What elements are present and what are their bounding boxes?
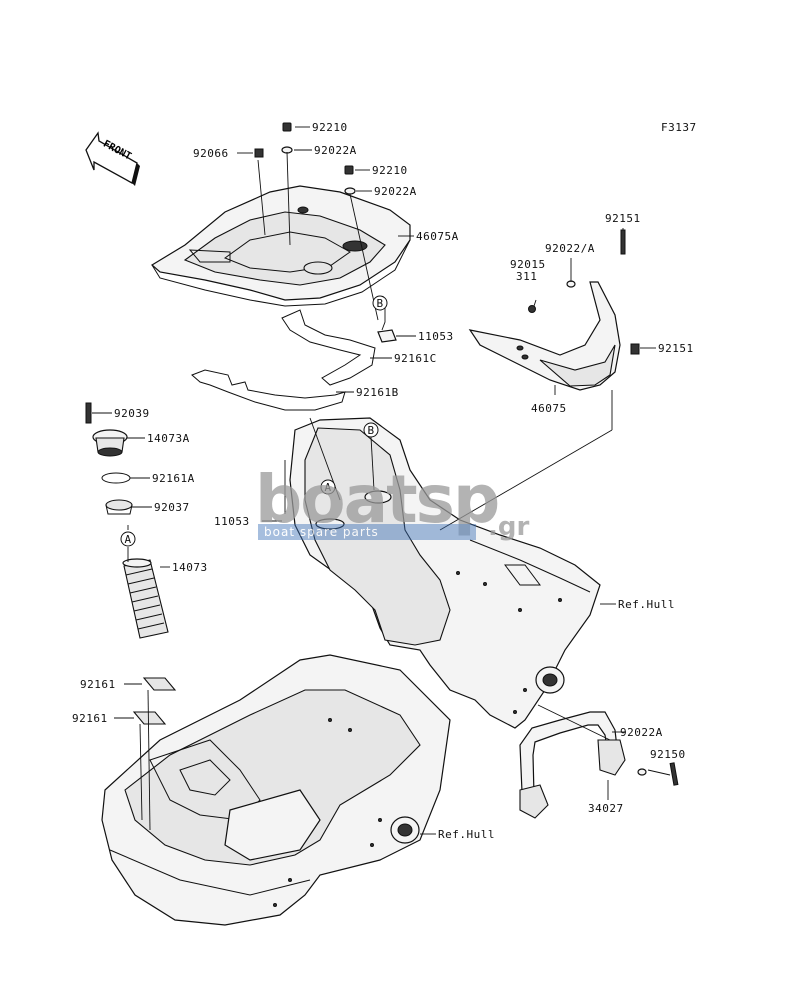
part-label: Ref.Hull xyxy=(618,598,675,611)
part-label: 92161B xyxy=(356,386,399,399)
part-label: 92022A xyxy=(314,144,357,157)
washer-92022A-handle xyxy=(637,768,647,776)
screw-92151-upper xyxy=(620,229,626,255)
screw-92039 xyxy=(85,402,92,424)
part-label: 92022/A xyxy=(545,242,595,255)
watermark-tagline: boat spare parts xyxy=(264,525,379,539)
part-label: 14073 xyxy=(172,561,208,574)
svg-text:A: A xyxy=(325,481,332,494)
handle-34027 xyxy=(519,711,626,819)
part-label: 92210 xyxy=(372,164,408,177)
nut-92015 xyxy=(528,305,536,313)
callout-b-upper: B xyxy=(372,295,388,311)
hose-14073 xyxy=(122,558,169,639)
part-label: 92039 xyxy=(114,407,150,420)
part-label: 92161C xyxy=(394,352,437,365)
part-label: 92037 xyxy=(154,501,190,514)
part-label: 92022A xyxy=(620,726,663,739)
part-label: 46075A xyxy=(416,230,459,243)
screw-92066 xyxy=(254,148,264,158)
screw-92151-lower xyxy=(630,343,640,355)
watermark-brand: boatsp xyxy=(255,461,498,538)
part-label: 92161A xyxy=(152,472,195,485)
bolt-92210-mid xyxy=(344,165,354,175)
bolt-92150 xyxy=(669,762,679,786)
hull-upper xyxy=(289,417,601,729)
part-label: 46075 xyxy=(531,402,567,415)
leader-lines xyxy=(92,126,671,835)
watermark-suffix: .gr xyxy=(488,512,529,542)
ring-92161A xyxy=(101,472,131,484)
callout-a-hull: A xyxy=(320,479,336,495)
gasket-92161B xyxy=(191,369,346,411)
bolt-92210-top xyxy=(282,122,292,132)
svg-text:B: B xyxy=(368,424,375,437)
part-label: 92161 xyxy=(72,712,108,725)
part-label: 92150 xyxy=(650,748,686,761)
part-label: 92015 xyxy=(510,258,546,271)
callout-b-lower: B xyxy=(363,422,379,438)
part-label: 92151 xyxy=(605,212,641,225)
part-label: 92022A xyxy=(374,185,417,198)
part-label: 11053 xyxy=(418,330,454,343)
washer-92022A-mid xyxy=(344,187,356,195)
decal-92161-lower xyxy=(132,711,167,725)
watermark-logo: boatsp .gr boat spare parts xyxy=(255,461,529,542)
cover-46075 xyxy=(468,281,621,391)
watermark-tagline-bar xyxy=(258,524,476,540)
svg-text:B: B xyxy=(377,297,384,310)
part-labels: 92210 92066 92022A 92210 92022A 46075A 1… xyxy=(72,121,694,841)
svg-text:A: A xyxy=(125,533,132,546)
part-label: Ref.Hull xyxy=(438,828,495,841)
storage-cover-46075A xyxy=(150,185,411,307)
part-label: 11053 xyxy=(214,515,250,528)
gasket-92161C xyxy=(281,309,376,386)
part-label: 92151 xyxy=(658,342,694,355)
part-label: 92210 xyxy=(312,121,348,134)
figure-code: F3137 xyxy=(661,121,697,134)
hull-lower xyxy=(101,654,451,926)
clamp-92037 xyxy=(105,499,133,515)
fitting-14073A xyxy=(92,429,128,457)
part-label: 34027 xyxy=(588,802,624,815)
decal-92161-upper xyxy=(142,677,177,691)
part-label: 92066 xyxy=(193,147,229,160)
callout-a-hose: A xyxy=(120,531,136,547)
clip-11053-top xyxy=(377,329,397,343)
part-label: 92161 xyxy=(80,678,116,691)
part-label: 311 xyxy=(516,270,537,283)
front-arrow-icon: FRONT xyxy=(85,131,140,186)
part-label: 14073A xyxy=(147,432,190,445)
